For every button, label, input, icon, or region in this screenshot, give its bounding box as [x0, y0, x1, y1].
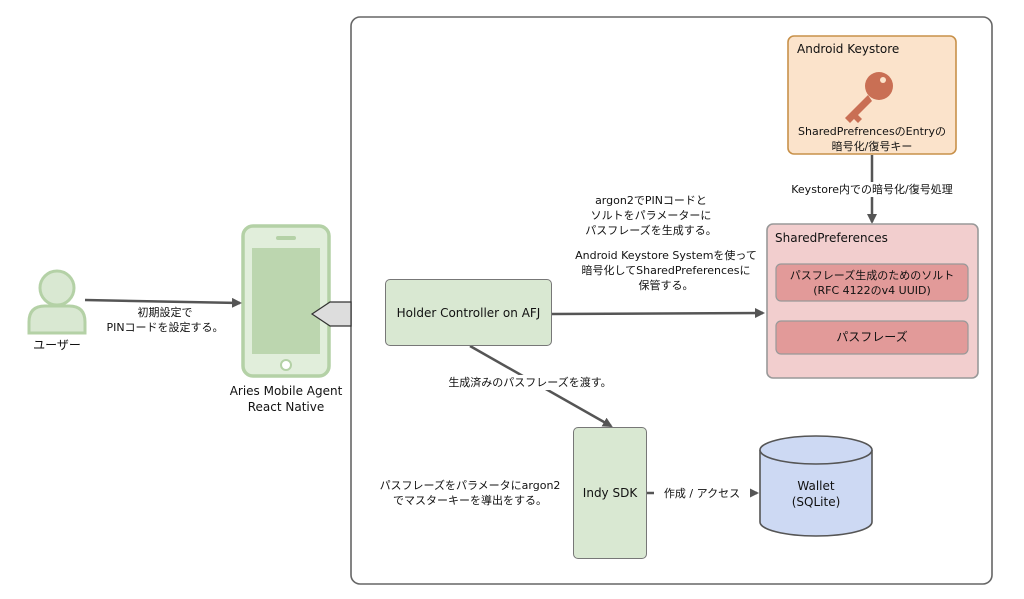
initial-setup-label: 初期設定で PINコードを設定する。 [106, 306, 224, 334]
holder-controller-label: Holder Controller on AFJ [396, 305, 541, 320]
keystore-process-label: Keystore内での暗号化/復号処理 [784, 182, 960, 197]
user-icon [27, 269, 87, 335]
phone-pointer [310, 301, 352, 327]
phone-icon [241, 224, 331, 378]
mobile-agent-label: Aries Mobile Agent React Native [229, 384, 343, 414]
shared-preferences-title: SharedPreferences [775, 231, 888, 245]
salt-label: パスフレーズ生成のためのソルト (RFC 4122のv4 UUID) [789, 269, 955, 297]
master-key-note: パスフレーズをパラメータにargon2 でマスターキーを導出をする。 [379, 479, 561, 507]
salt-item [775, 263, 969, 302]
wallet-label: Wallet (SQLite) [791, 479, 841, 509]
keystore-system-note: Android Keystore Systemを使って 暗号化してSharedP… [575, 249, 757, 292]
holder-controller-box: Holder Controller on AFJ [385, 279, 552, 346]
android-keystore-desc: SharedPrefrencesのEntryの 暗号化/復号キー [798, 125, 946, 153]
arrow-user-to-phone [84, 297, 242, 308]
create-access-label: 作成 / アクセス [654, 486, 750, 501]
argon2-note: argon2でPINコードと ソルトをパラメーターに パスフレーズを生成する。 [585, 194, 717, 237]
android-keystore-title: Android Keystore [797, 42, 900, 56]
user-label: ユーザー [33, 338, 81, 352]
passphrase-label: パスフレーズ [836, 330, 908, 344]
indy-sdk-label: Indy SDK [582, 486, 638, 500]
pass-passphrase-label: 生成済みのパスフレーズを渡す。 [440, 375, 620, 390]
indy-sdk-box: Indy SDK [573, 427, 647, 559]
arrow-holder-to-shared [551, 308, 765, 319]
passphrase-item [775, 320, 969, 355]
wallet-database-icon [759, 435, 873, 537]
key-icon [845, 72, 893, 123]
